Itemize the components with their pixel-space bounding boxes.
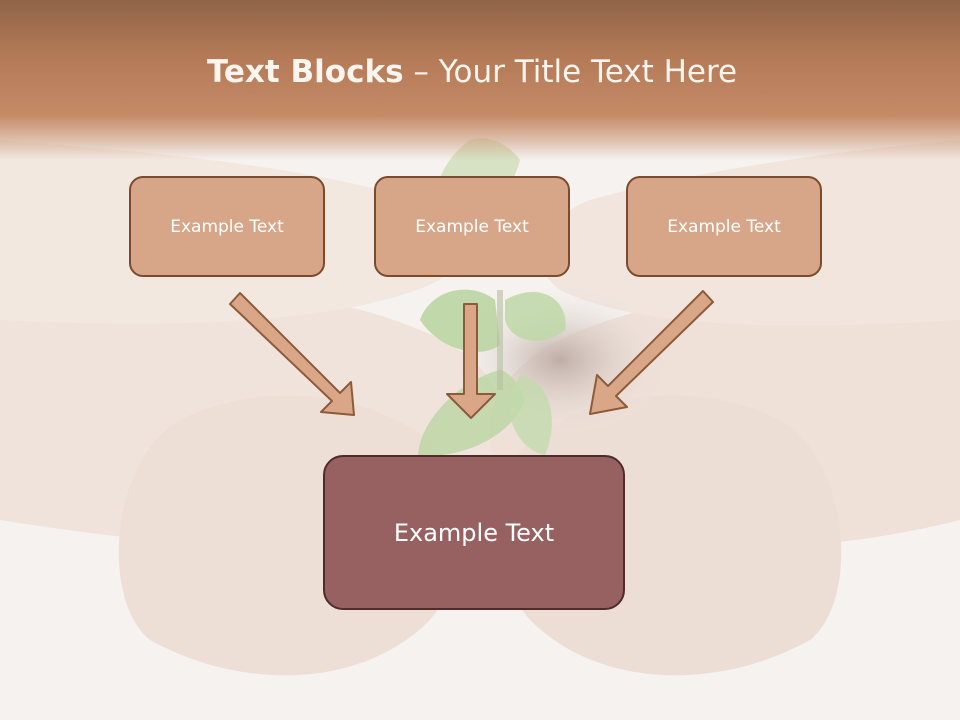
text-block-3-label: Example Text bbox=[667, 216, 781, 237]
title-band bbox=[0, 0, 960, 160]
arrow-left-to-center bbox=[229, 292, 355, 416]
arrow-right-to-center bbox=[589, 290, 714, 415]
title-bold-part: Text Blocks bbox=[206, 54, 404, 90]
text-block-1[interactable]: Example Text bbox=[129, 176, 325, 277]
result-text-block-label: Example Text bbox=[393, 518, 555, 547]
text-block-2[interactable]: Example Text bbox=[374, 176, 570, 277]
slide-title: Text Blocks – Your Title Text Here bbox=[0, 54, 944, 90]
text-block-1-label: Example Text bbox=[170, 216, 284, 237]
text-block-3[interactable]: Example Text bbox=[626, 176, 822, 277]
title-regular-part: – Your Title Text Here bbox=[403, 54, 738, 90]
arrow-center-down bbox=[446, 303, 496, 419]
text-block-2-label: Example Text bbox=[415, 216, 529, 237]
result-text-block[interactable]: Example Text bbox=[323, 455, 625, 610]
